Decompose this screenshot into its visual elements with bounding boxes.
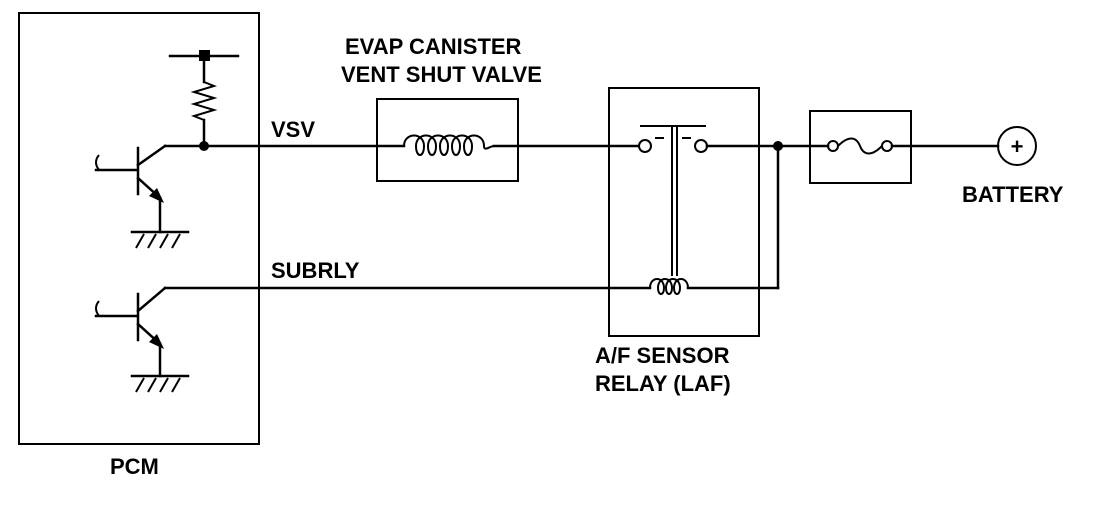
relay-label-line1: A/F SENSOR — [595, 343, 730, 368]
relay-box — [608, 87, 760, 337]
inductor-coil-icon — [403, 134, 495, 156]
evap-label-line1: EVAP CANISTER — [345, 34, 522, 59]
battery-label: BATTERY — [962, 182, 1064, 207]
ground-icon — [130, 230, 190, 249]
npn-transistor-icon — [94, 144, 206, 234]
battery-terminal-icon: + — [997, 126, 1037, 166]
battery-plus-symbol: + — [1011, 134, 1024, 159]
relay-switch — [638, 125, 708, 276]
pcm-box — [18, 12, 260, 445]
pcm-label: PCM — [110, 454, 159, 479]
relay-label-line2: RELAY (LAF) — [595, 371, 731, 396]
npn-transistor-icon — [94, 286, 167, 378]
subrly-label: SUBRLY — [271, 258, 360, 283]
evap-label-line2: VENT SHUT VALVE — [341, 62, 542, 87]
vsv-label: VSV — [271, 117, 315, 142]
evap-valve-box — [376, 98, 519, 182]
resistor-icon — [168, 50, 240, 151]
inductor-coil-icon — [649, 278, 689, 295]
fuse-icon — [827, 137, 893, 155]
ground-icon — [130, 374, 190, 393]
